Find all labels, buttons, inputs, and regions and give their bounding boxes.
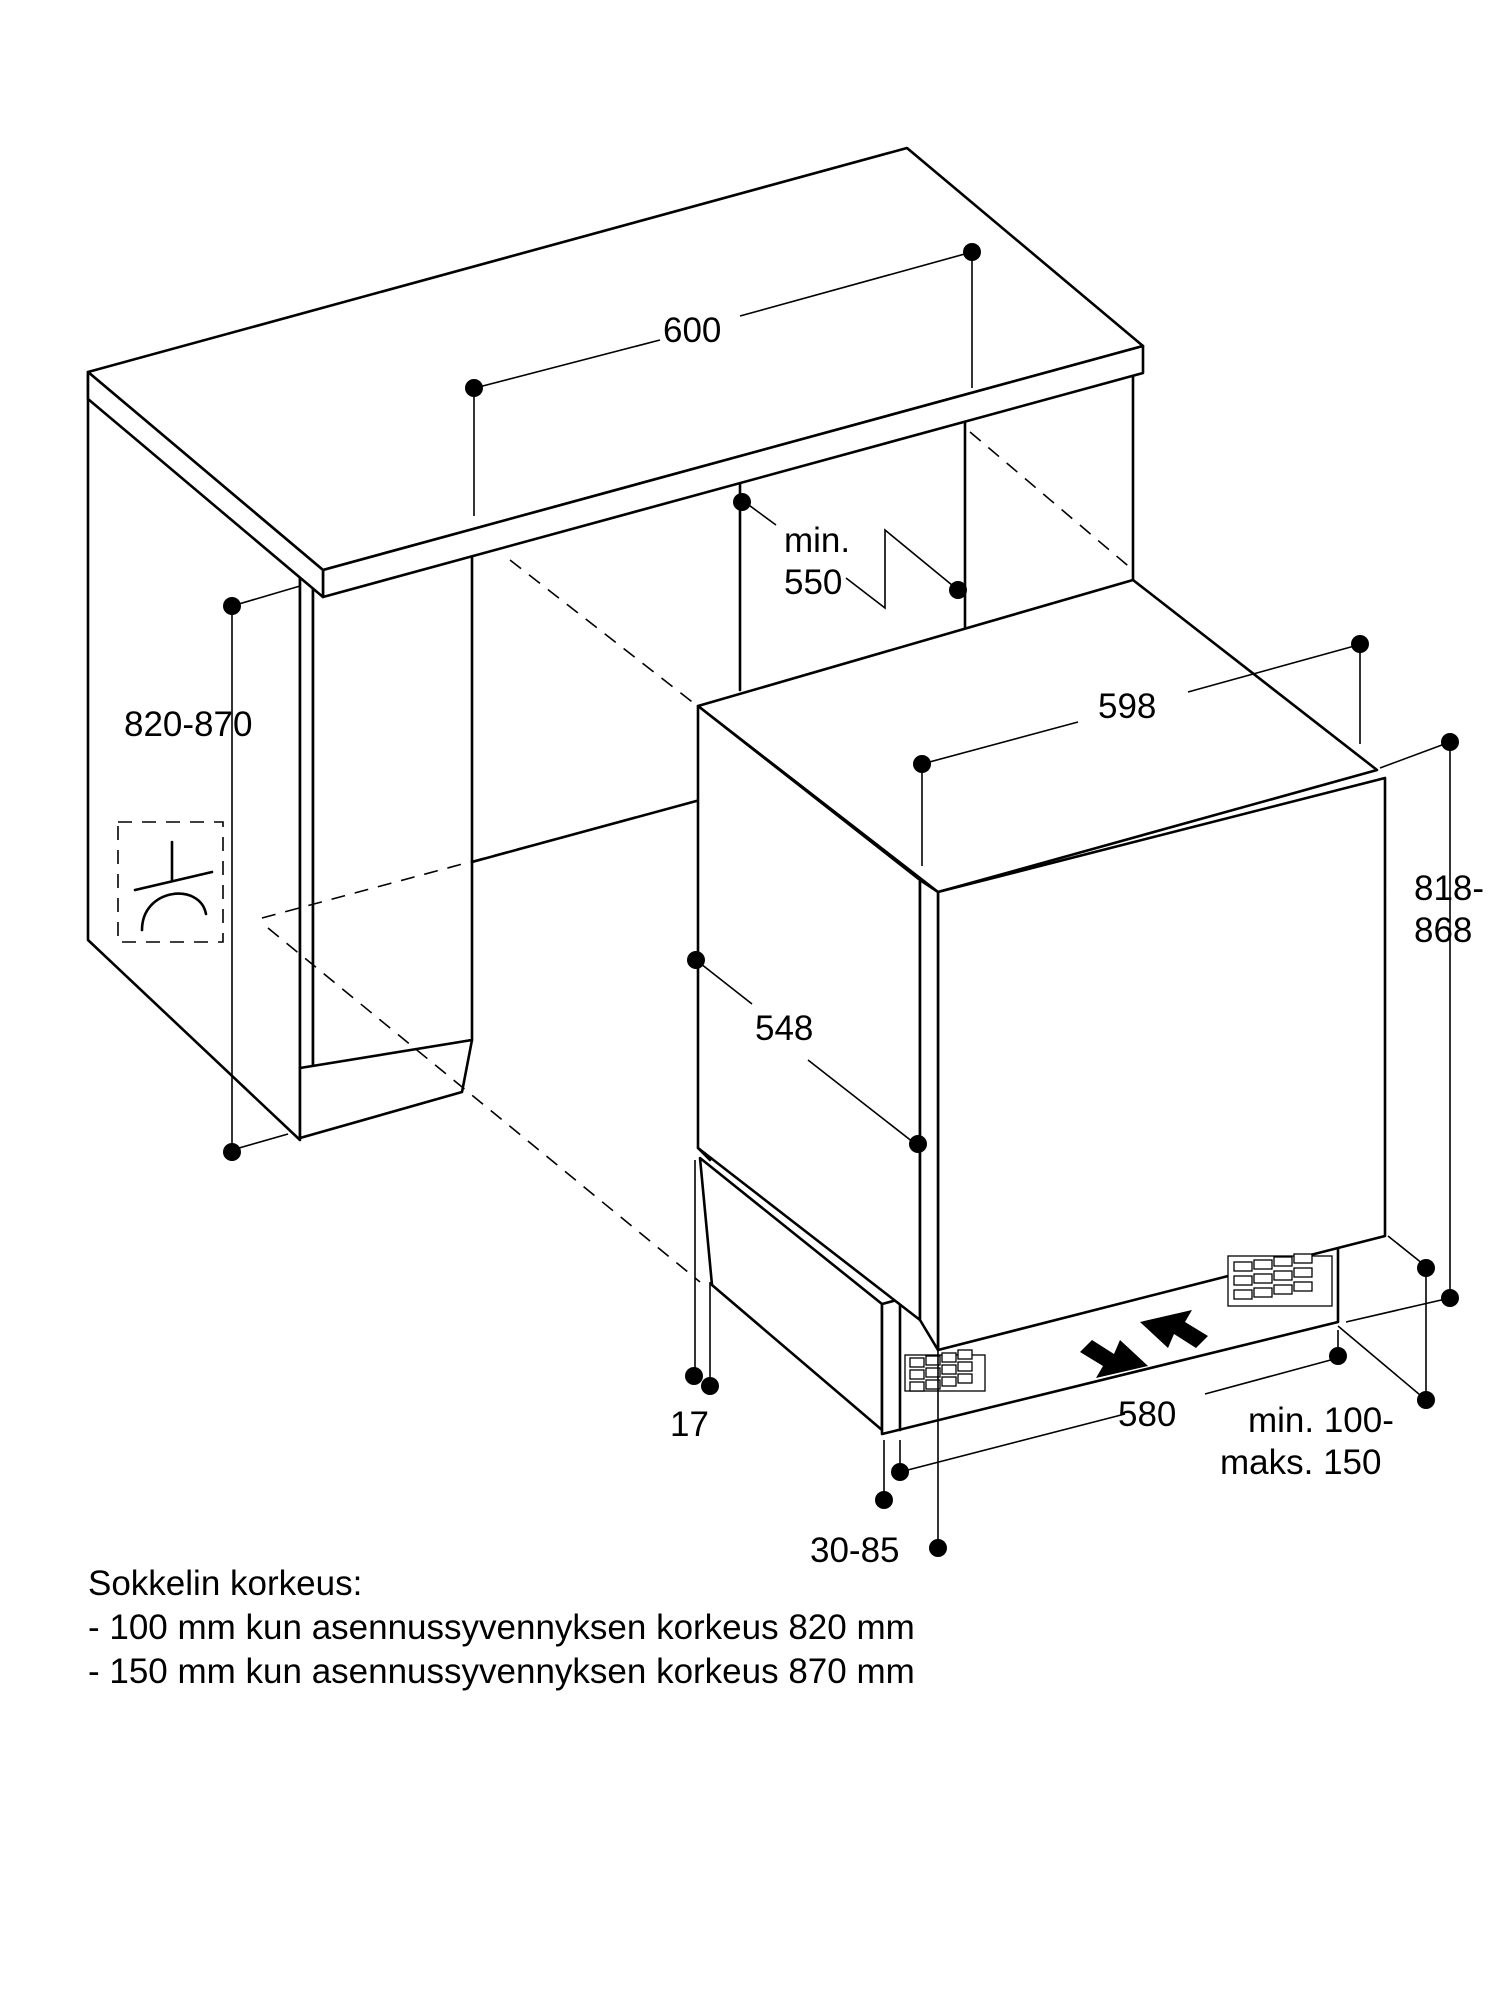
dim-label-niche-height: 820-870 [124,705,252,744]
dimension-dots [223,243,1459,1557]
dim-dot [223,1143,241,1161]
dim-dot [913,755,931,773]
airflow-arrow-in-icon [1080,1340,1148,1378]
dim-dot [1441,733,1459,751]
dim-dot [1351,635,1369,653]
dim-label-plinth-depth: 30-85 [810,1531,900,1570]
dim-dot [949,581,967,599]
dim-dot [1441,1289,1459,1307]
dim-dot [1417,1391,1435,1409]
left-plinth [298,1038,474,1140]
dim-label-base-width: 580 [1118,1395,1176,1434]
dim-dot [733,493,751,511]
right-leg-panel [311,550,474,1070]
dim-dot [687,951,705,969]
airflow-arrow-out-icon [1140,1310,1208,1348]
dim-label-appliance-width: 598 [1098,687,1156,726]
dim-dot [223,597,241,615]
vent-grille-left [904,1349,986,1392]
dimension-labels: 600 min. 550 820-870 598 818- 868 548 17… [124,311,1484,1570]
dimension-lines [231,251,1451,1550]
socket-outline [117,821,224,943]
socket-icon [133,840,214,932]
dim-label-appliance-height-1: 818- [1414,869,1484,908]
dim-label-niche-width: 600 [663,311,721,350]
left-panel-edge [298,554,315,1070]
countertop-left [86,370,325,599]
note-title: Sokkelin korkeus: [88,1564,363,1603]
dim-dot [963,243,981,261]
dim-dot [1329,1347,1347,1365]
dim-label-niche-depth-min: min. [784,521,850,560]
dim-dot [465,379,483,397]
dim-label-niche-depth-value: 550 [784,563,842,602]
cabinet-niche [86,146,1145,1283]
dim-label-side-setback: 17 [670,1405,709,1444]
note-line-150: - 150 mm kun asennussyvennyksen korkeus … [88,1652,915,1691]
dim-label-appliance-depth: 548 [755,1009,813,1048]
dim-label-plinth-height-1: min. 100- [1248,1401,1394,1440]
vent-grille-right [1227,1253,1333,1307]
note-line-100: - 100 mm kun asennussyvennyksen korkeus … [88,1608,915,1647]
dim-dot [891,1463,909,1481]
appliance-door-edge [918,878,940,1352]
dim-label-appliance-height-2: 868 [1414,911,1472,950]
dim-dot [685,1367,703,1385]
appliance [696,578,1387,1436]
dim-dot [701,1377,719,1395]
dim-dot [929,1539,947,1557]
dim-dot [1417,1259,1435,1277]
dim-dot [909,1135,927,1153]
dim-dot [875,1491,893,1509]
plinth-height-note: Sokkelin korkeus: - 100 mm kun asennussy… [88,1562,915,1694]
dim-label-plinth-height-2: maks. 150 [1220,1443,1381,1482]
